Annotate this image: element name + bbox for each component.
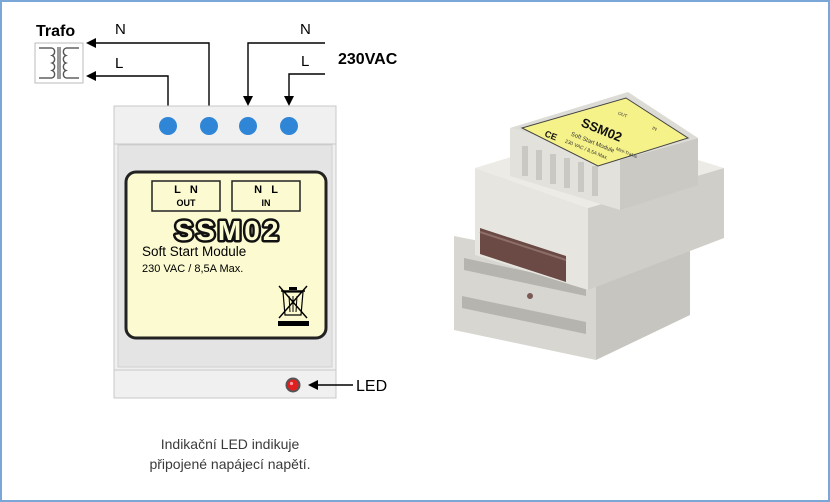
supply-voltage-label: 230VAC bbox=[338, 51, 398, 68]
in-caption: IN bbox=[262, 198, 271, 208]
model-name: SSM02 bbox=[175, 215, 282, 246]
weee-bin-icon bbox=[278, 285, 309, 326]
in-terminal-letters: N L bbox=[254, 184, 278, 196]
output-wires bbox=[86, 38, 210, 118]
transformer-icon bbox=[34, 42, 84, 84]
led-caption: Indikační LED indikuje připojené napájec… bbox=[95, 434, 365, 474]
module-label: L N OUT N L IN SSM02 Soft Start Module 2… bbox=[124, 170, 328, 340]
terminal-in-n bbox=[239, 117, 257, 135]
trafo-label: Trafo bbox=[36, 23, 75, 40]
photo-out-text: OUT bbox=[617, 111, 628, 119]
caption-line-2: připojené napájecí napětí. bbox=[149, 456, 311, 472]
svg-text:CE: CE bbox=[543, 129, 558, 143]
out-caption: OUT bbox=[177, 198, 197, 208]
in-l-label: L bbox=[301, 53, 309, 70]
terminal-screws bbox=[159, 117, 298, 135]
terminal-out-l bbox=[159, 117, 177, 135]
status-led bbox=[285, 377, 301, 393]
module-name: Soft Start Module bbox=[142, 244, 246, 259]
product-photo: SSM02 Soft Start Module 230 VAC / 8,5A M… bbox=[454, 92, 724, 360]
terminal-out-n bbox=[200, 117, 218, 135]
terminal-in-l bbox=[280, 117, 298, 135]
input-wires bbox=[243, 42, 325, 106]
out-n-label: N bbox=[115, 21, 126, 38]
in-n-label: N bbox=[300, 21, 311, 38]
module-rating: 230 VAC / 8,5A Max. bbox=[142, 263, 243, 275]
led-label: LED bbox=[356, 378, 387, 395]
photo-in-text: IN bbox=[652, 125, 658, 131]
out-l-label: L bbox=[115, 55, 123, 72]
caption-line-1: Indikační LED indikuje bbox=[160, 436, 300, 452]
ce-mark-icon: CE bbox=[543, 129, 558, 143]
out-terminal-letters: L N bbox=[174, 184, 198, 196]
